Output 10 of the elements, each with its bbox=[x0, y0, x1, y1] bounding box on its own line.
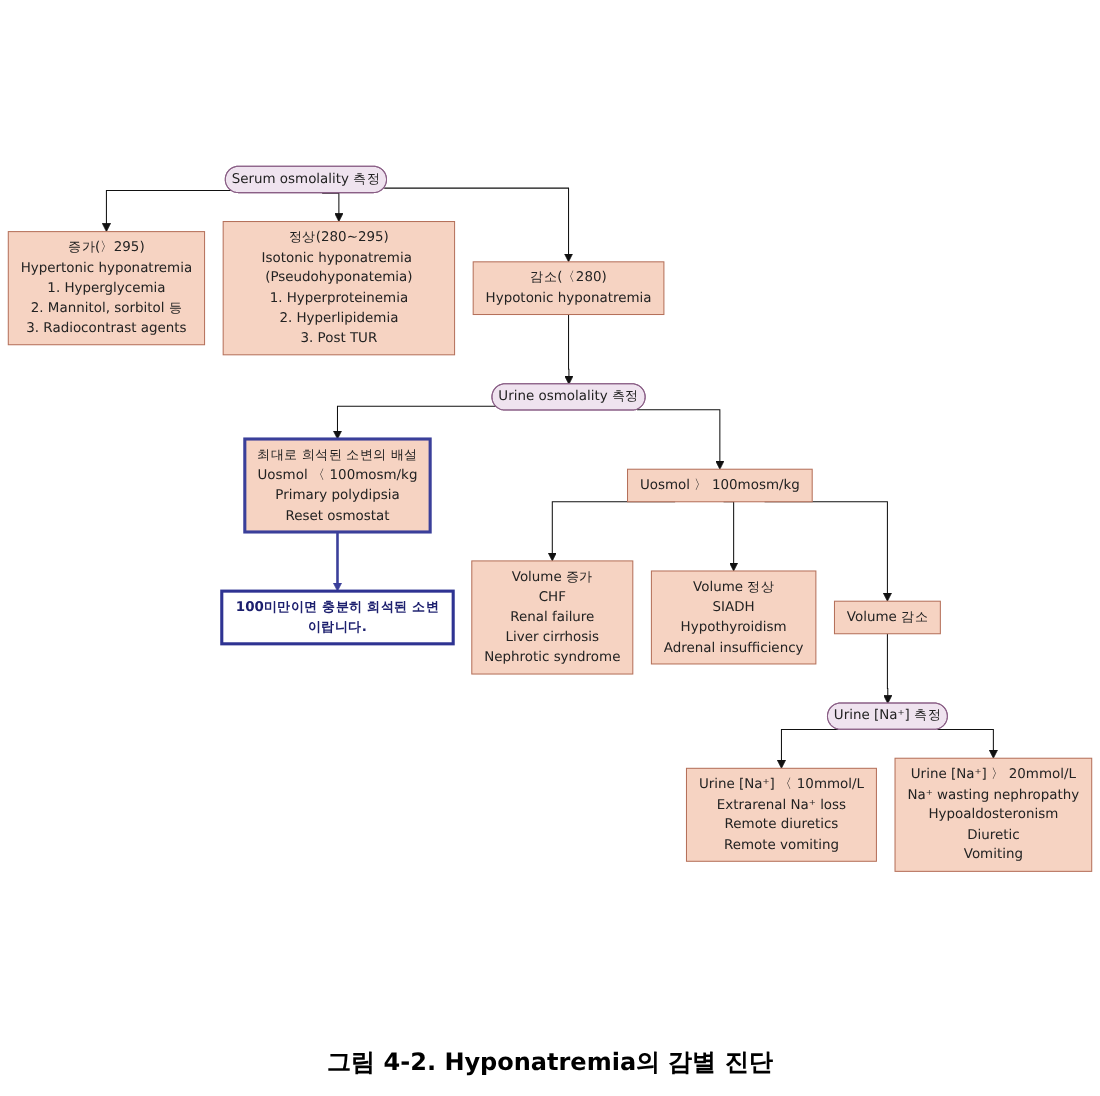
arrow bbox=[564, 314, 574, 385]
arrow bbox=[332, 530, 343, 592]
arrow bbox=[636, 409, 725, 470]
arrow bbox=[332, 405, 497, 440]
arrow bbox=[101, 190, 232, 233]
arrow bbox=[936, 729, 998, 759]
arrow bbox=[383, 187, 574, 263]
figure-caption: 그림 4-2. Hyponatremia의 감별 진단 bbox=[327, 1046, 773, 1080]
arrow bbox=[776, 729, 839, 769]
arrow bbox=[883, 633, 893, 705]
